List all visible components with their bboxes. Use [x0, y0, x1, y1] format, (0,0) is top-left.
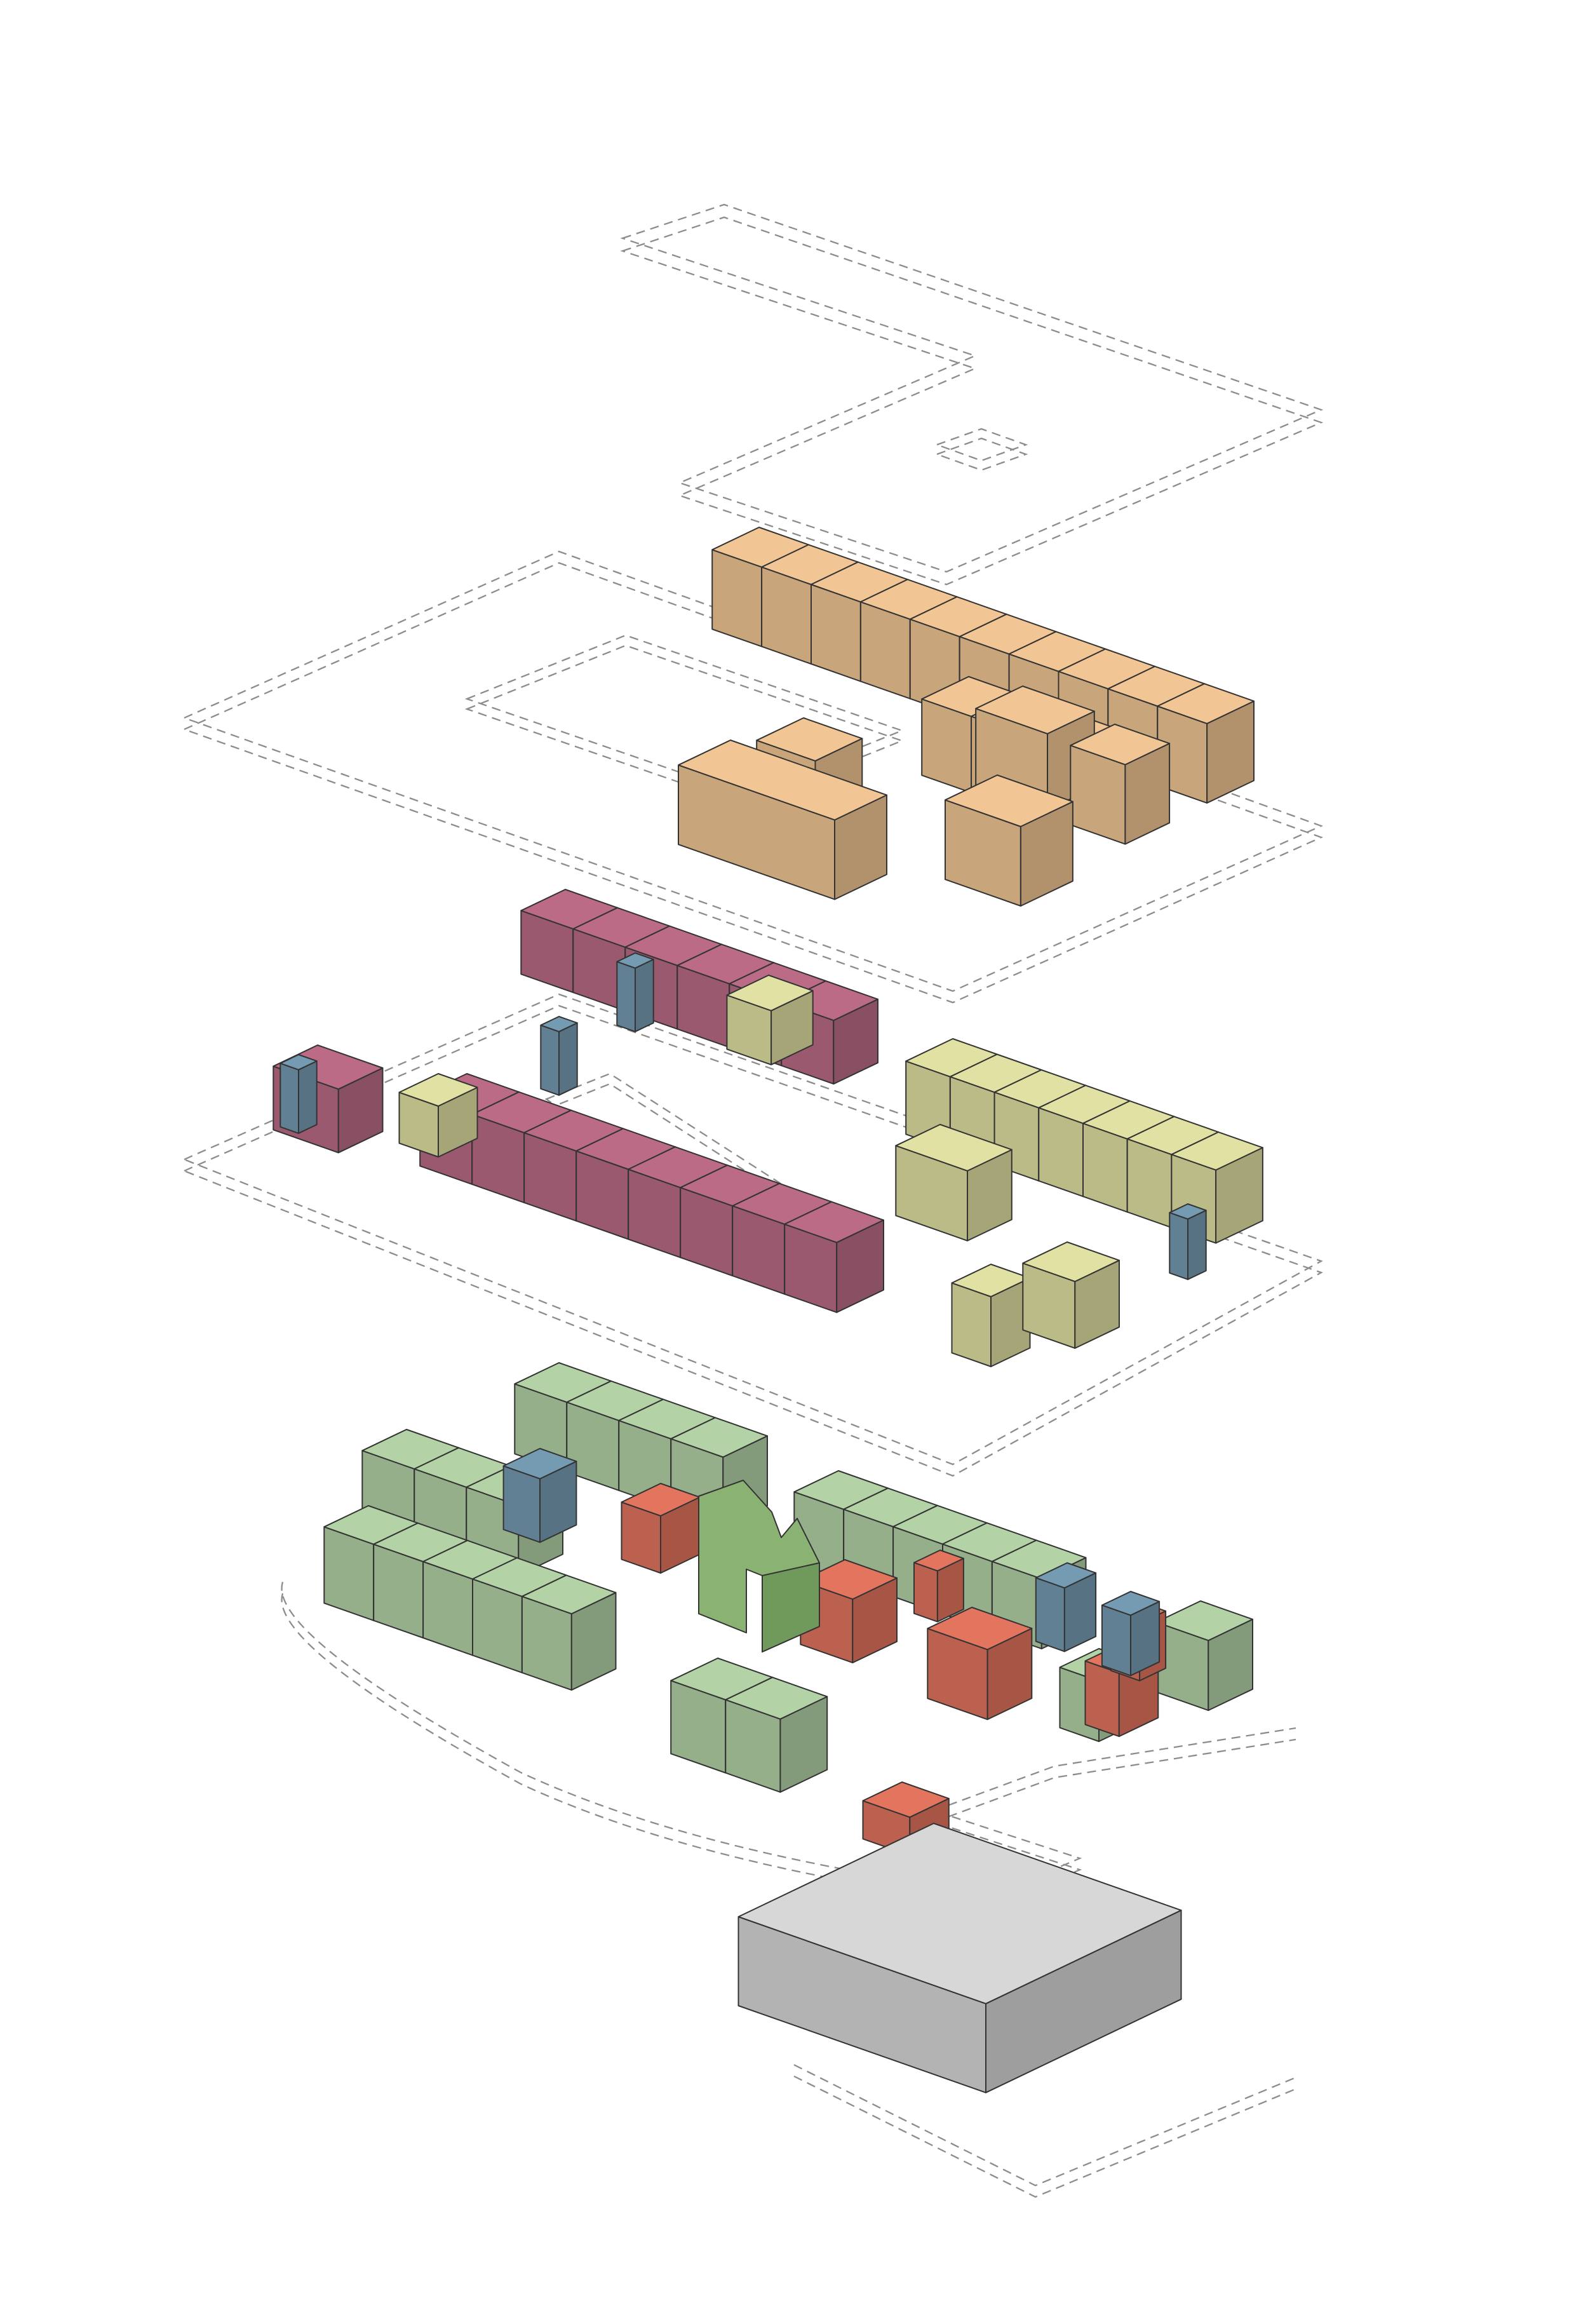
basement-slab-outline [793, 2064, 1296, 2198]
middle-floor-secondary-top-face [951, 1264, 1031, 1297]
basement-top-face [737, 1823, 1182, 2004]
circulation-front-face [540, 1024, 560, 1096]
circulation-block-core-b [540, 1016, 578, 1096]
upper-floor-block-back-row-9 [1157, 683, 1255, 804]
circulation-block-core-g [1101, 1591, 1161, 1677]
middle-floor-secondary-top-face [726, 975, 814, 1011]
ground-floor-top-face [725, 1677, 828, 1720]
basement-block-main [737, 1823, 1182, 2093]
circulation-block-core-c [279, 1054, 318, 1134]
circulation-side-face [635, 959, 654, 1032]
circulation-front-face [616, 961, 636, 1032]
upper-floor-block-right-end [1070, 724, 1171, 845]
upper-floor-top-face [756, 717, 863, 762]
upper-floor-top-face [945, 774, 1073, 827]
ground-floor-halls-block-hall-a [621, 1483, 701, 1574]
circulation-side-face [558, 1022, 578, 1096]
middle-floor-secondary-top-face [1171, 1131, 1263, 1171]
ground-floor-halls-top-face [862, 1781, 950, 1818]
circulation-front-face [279, 1062, 299, 1134]
ground-floor-halls-front-face [913, 1562, 938, 1623]
circulation-block-core-d [1169, 1203, 1207, 1280]
circulation-block-core-a [616, 952, 654, 1032]
upper-floor-block-front-long [678, 740, 887, 900]
middle-floor-secondary-top-face [1022, 1241, 1120, 1283]
ground-floor-halls-top-face [913, 1550, 964, 1572]
circulation-front-face [1101, 1604, 1131, 1677]
roof-slab-outline [620, 203, 1324, 586]
building-volumes [273, 527, 1263, 2093]
ground-floor-sculpture [698, 1480, 820, 1652]
middle-floor-secondary-top-face [398, 1073, 478, 1107]
ground-floor-halls-block-hall-f [913, 1550, 964, 1623]
upper-floor-top-face [1070, 724, 1171, 766]
circulation-top-face [1035, 1562, 1097, 1589]
middle-floor-secondary-front-face [951, 1282, 992, 1367]
circulation-top-face [1101, 1591, 1161, 1616]
upper-floor-top-face [1157, 683, 1255, 724]
ground-floor-halls-top-face [927, 1607, 1033, 1651]
circulation-front-face [1035, 1577, 1065, 1652]
circulation-side-face [298, 1060, 318, 1134]
ground-floor-halls-top-face [621, 1483, 701, 1517]
circulation-top-face [279, 1054, 318, 1071]
circulation-top-face [1169, 1203, 1207, 1220]
ground-floor-halls-block-hall-c [927, 1607, 1033, 1720]
ground-floor-top-face [521, 1574, 617, 1615]
ground-floor-top-face [670, 1417, 768, 1458]
circulation-block-core-f [1035, 1562, 1097, 1652]
upper-floor-block-front-right [945, 774, 1073, 907]
middle-floor-secondary-block-corner [951, 1264, 1031, 1367]
ground-floor-top-face [1155, 1600, 1253, 1642]
circulation-side-face [1187, 1210, 1207, 1280]
ground-floor-block-front-row-1 [725, 1677, 828, 1793]
ground-floor-block-right-end [1155, 1600, 1253, 1712]
middle-floor-top-face [784, 1201, 884, 1243]
middle-floor-secondary-block-small-left [398, 1073, 478, 1158]
upper-floor-top-face [975, 686, 1095, 734]
middle-floor-secondary-block-front-block [895, 1124, 1013, 1241]
middle-floor-secondary-block-cube [726, 975, 814, 1065]
circulation-block-core-e [502, 1448, 577, 1543]
upper-floor-slab-outline [182, 550, 1324, 1004]
circulation-top-face [540, 1016, 578, 1032]
upper-floor-top-face [678, 740, 887, 821]
circulation-front-face [1169, 1212, 1188, 1280]
ground-floor-block-left-row-4 [521, 1574, 617, 1691]
middle-floor-secondary-top-face [895, 1124, 1013, 1172]
circulation-top-face [616, 952, 654, 969]
middle-floor-secondary-block-lower-right [1022, 1241, 1120, 1349]
circulation-top-face [502, 1448, 577, 1480]
middle-floor-block-front-row-7 [784, 1201, 884, 1313]
